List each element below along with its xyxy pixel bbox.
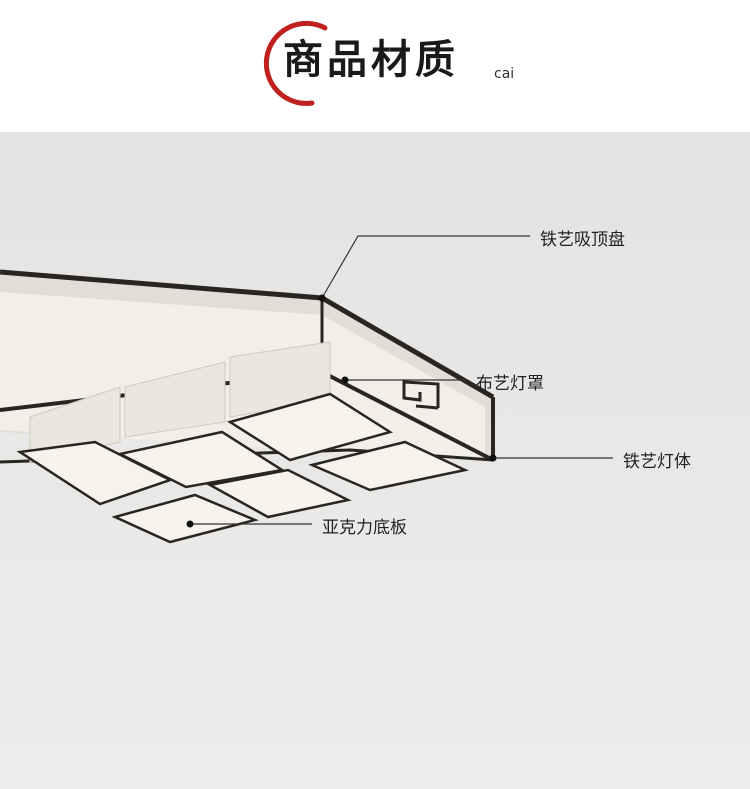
- product-stage: 铁艺吸顶盘 布艺灯罩 铁艺灯体 亚克力底板: [0, 132, 750, 789]
- page-subtitle: cai: [494, 66, 515, 82]
- callout-acrylic-base: 亚克力底板: [322, 518, 407, 538]
- ceiling-lamp-illustration: [0, 235, 613, 544]
- callout-ceiling-plate: 铁艺吸顶盘: [540, 230, 625, 250]
- marker-dot-ceiling-plate: [318, 294, 326, 302]
- leader-line-ceiling-plate: [321, 235, 530, 299]
- callout-iron-body: 铁艺灯体: [623, 452, 691, 472]
- marker-dot-acrylic-base: [186, 520, 194, 528]
- page-title: 商品材质: [283, 36, 459, 83]
- header-section: 商品材质 cai: [0, 0, 750, 132]
- logo-ring-icon: [263, 20, 328, 106]
- marker-dot-fabric-shade: [341, 376, 349, 384]
- marker-dot-iron-body: [489, 454, 497, 462]
- callout-fabric-shade: 布艺灯罩: [476, 374, 544, 394]
